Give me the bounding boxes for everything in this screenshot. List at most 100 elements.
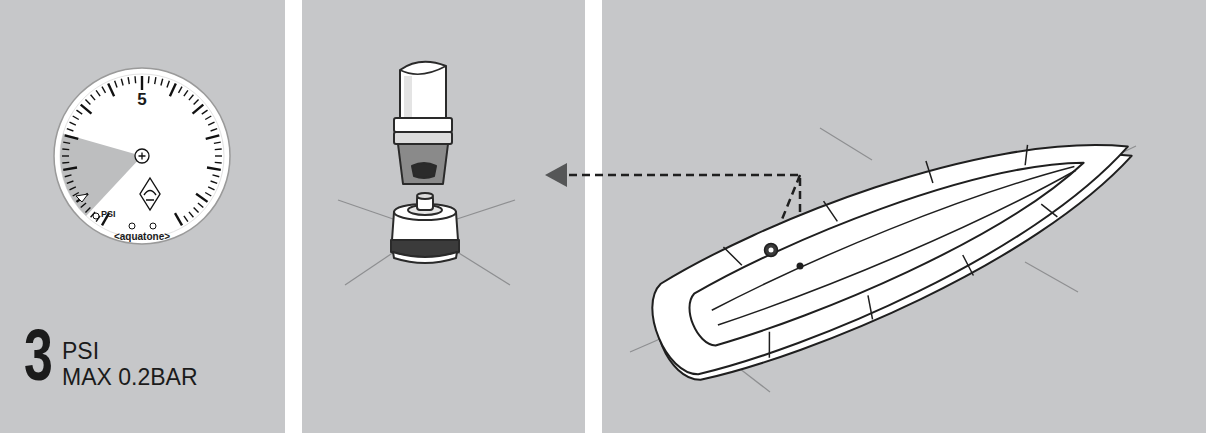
tick xyxy=(215,148,222,150)
tick xyxy=(189,95,193,100)
kayak-valve-center xyxy=(769,248,774,253)
panel xyxy=(602,0,1206,433)
tick xyxy=(170,83,176,96)
tick xyxy=(211,181,218,183)
tick xyxy=(76,110,82,114)
dot xyxy=(93,213,99,219)
tick xyxy=(194,208,199,213)
hub-cross xyxy=(139,153,146,160)
tick xyxy=(194,99,199,104)
tick xyxy=(206,135,220,139)
kayak-valve xyxy=(765,244,778,257)
tick xyxy=(214,142,221,143)
ray xyxy=(338,200,396,220)
tick xyxy=(62,148,69,150)
tick xyxy=(69,187,75,190)
unit-label: PSI xyxy=(62,339,142,363)
brand-logo xyxy=(140,178,160,210)
arrow-head xyxy=(545,163,567,187)
ray xyxy=(345,250,397,285)
dot xyxy=(129,223,135,229)
nozzle-tip xyxy=(398,144,448,184)
kayak xyxy=(635,86,1153,400)
valve-stem-top xyxy=(417,193,433,199)
tick xyxy=(128,77,129,84)
tick xyxy=(102,87,106,93)
tick xyxy=(65,175,72,177)
brand-logo-mark xyxy=(144,191,156,201)
nozzle-collar xyxy=(394,132,452,144)
tick xyxy=(73,116,79,120)
spec-panel: 5PSI<aquatone>3PSIMAX 0.2BAR xyxy=(0,0,285,433)
tick xyxy=(85,99,90,104)
tick xyxy=(198,203,203,207)
ray xyxy=(1025,262,1078,292)
tick xyxy=(184,90,188,96)
tick xyxy=(155,77,156,84)
tick xyxy=(211,129,218,131)
tube-seams xyxy=(755,200,1067,361)
tick xyxy=(205,193,211,197)
floor-seam xyxy=(709,155,1074,316)
dial-number: 5 xyxy=(52,91,232,109)
tick xyxy=(141,76,143,90)
tick xyxy=(202,110,208,114)
tick xyxy=(215,162,222,164)
tick xyxy=(67,129,74,131)
tube-seams xyxy=(722,121,1034,284)
tick xyxy=(62,155,69,156)
kayak-valve xyxy=(797,263,804,270)
dot xyxy=(150,223,156,229)
tick xyxy=(63,142,70,143)
tick xyxy=(167,81,169,88)
tick xyxy=(115,81,117,88)
needle-tip xyxy=(76,194,88,202)
brand-name: <aquatone> xyxy=(52,232,232,243)
tick xyxy=(196,194,207,202)
valve xyxy=(391,193,459,263)
needle-hub xyxy=(135,149,149,163)
tick xyxy=(189,212,193,217)
nozzle-shade xyxy=(404,76,412,118)
pump-nozzle xyxy=(394,62,452,184)
tick xyxy=(69,122,75,125)
valve-base xyxy=(393,252,457,263)
tick xyxy=(85,208,90,213)
tick xyxy=(96,90,100,96)
tick xyxy=(76,194,87,202)
nozzle-hole xyxy=(412,163,436,178)
tick xyxy=(67,181,74,183)
valve-rays xyxy=(338,200,515,285)
tick xyxy=(91,95,95,100)
tick xyxy=(161,79,163,86)
tick xyxy=(63,167,77,169)
pressure-value: 3 xyxy=(24,318,67,394)
tick xyxy=(108,83,114,96)
ray xyxy=(454,250,510,285)
tick xyxy=(193,105,204,114)
tick xyxy=(207,167,221,169)
tick xyxy=(205,116,211,120)
tick xyxy=(215,155,222,156)
max-note: MAX 0.2BAR xyxy=(62,365,262,389)
tick xyxy=(175,213,182,225)
tick xyxy=(81,105,92,114)
kayak-hull xyxy=(636,89,1149,392)
tick xyxy=(208,187,214,190)
ray xyxy=(454,200,515,220)
tick xyxy=(65,135,79,139)
dial-unit: PSI xyxy=(101,210,131,219)
kayak-cockpit xyxy=(679,129,1097,357)
tick xyxy=(148,76,150,83)
tick xyxy=(213,175,220,177)
tick xyxy=(121,79,123,86)
pressure-gauge: 5PSI <aquatone> xyxy=(52,66,232,246)
tick xyxy=(134,76,136,83)
nozzle-cut xyxy=(400,66,446,74)
ray xyxy=(820,128,872,160)
panel xyxy=(302,0,585,433)
nozzle-collar xyxy=(394,118,452,132)
tick xyxy=(81,203,86,207)
nozzle-tube xyxy=(400,62,446,118)
